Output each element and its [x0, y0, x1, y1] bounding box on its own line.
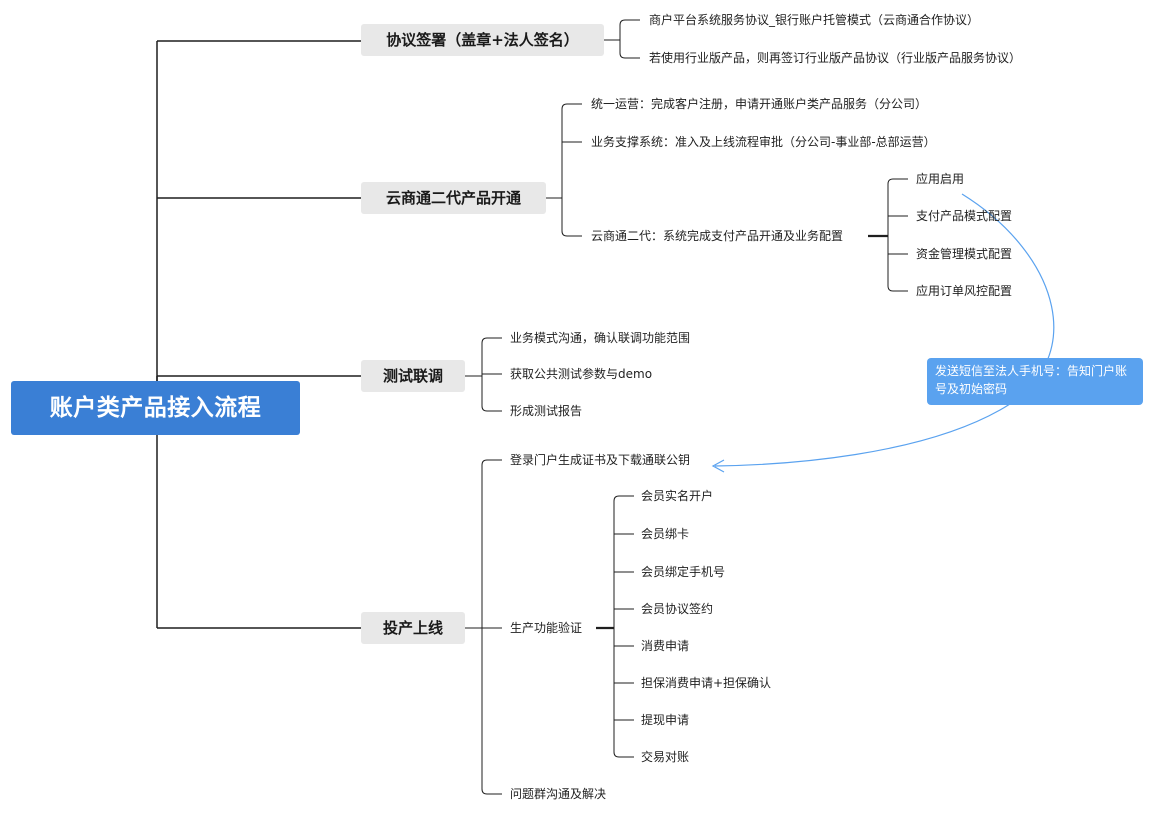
testing-item[interactable]: 业务模式沟通，确认联调功能范围 [510, 331, 691, 345]
verify-item[interactable]: 消费申请 [641, 639, 690, 653]
branch-launch-label: 投产上线 [382, 619, 443, 637]
launch-item[interactable]: 问题群沟通及解决 [510, 787, 607, 801]
branch-activation[interactable]: 云商通二代产品开通 [361, 182, 546, 214]
callout-text: 发送短信至法人手机号：告知门户账号及初始密码 [935, 364, 1128, 396]
branch-agreement[interactable]: 协议签署（盖章+法人签名） [361, 24, 604, 56]
activation-item[interactable]: 业务支撑系统：准入及上线流程审批（分公司-事业部-总部运营） [591, 135, 936, 149]
verify-item[interactable]: 会员实名开户 [641, 489, 714, 503]
verify-item[interactable]: 会员绑卡 [641, 527, 690, 541]
testing-item[interactable]: 获取公共测试参数与demo [510, 367, 653, 381]
activation-item[interactable]: 统一运营：完成客户注册，申请开通账户类产品服务（分公司） [591, 97, 928, 111]
config-item[interactable]: 资金管理模式配置 [916, 247, 1013, 261]
verify-item[interactable]: 会员绑定手机号 [641, 565, 726, 579]
config-item[interactable]: 应用启用 [916, 172, 965, 186]
branch-testing[interactable]: 测试联调 [361, 360, 465, 392]
launch-item[interactable]: 登录门户生成证书及下载通联公钥 [510, 453, 691, 467]
branch-launch[interactable]: 投产上线 [361, 612, 465, 644]
root-title: 账户类产品接入流程 [49, 395, 262, 421]
branch-activation-label: 云商通二代产品开通 [385, 189, 521, 207]
branch-testing-label: 测试联调 [382, 367, 443, 385]
verify-item[interactable]: 提现申请 [641, 713, 690, 727]
launch-item[interactable]: 生产功能验证 [510, 621, 583, 635]
config-item[interactable]: 应用订单风控配置 [916, 284, 1013, 298]
branch-agreement-label: 协议签署（盖章+法人签名） [386, 31, 579, 49]
verify-item[interactable]: 会员协议签约 [641, 602, 714, 616]
relationship-arrow [714, 193, 1055, 467]
sms-callout-note[interactable]: 发送短信至法人手机号：告知门户账号及初始密码 [927, 358, 1143, 405]
config-item[interactable]: 支付产品模式配置 [916, 209, 1013, 223]
root-topic[interactable]: 账户类产品接入流程 [11, 381, 300, 435]
verify-item[interactable]: 担保消费申请+担保确认 [641, 676, 772, 690]
activation-item[interactable]: 云商通二代：系统完成支付产品开通及业务配置 [591, 229, 844, 243]
verify-item[interactable]: 交易对账 [641, 750, 690, 764]
testing-item[interactable]: 形成测试报告 [510, 404, 583, 418]
agreement-item[interactable]: 若使用行业版产品，则再签订行业版产品协议（行业版产品服务协议） [649, 51, 1022, 65]
agreement-item[interactable]: 商户平台系统服务协议_银行账户托管模式（云商通合作协议） [649, 13, 980, 27]
